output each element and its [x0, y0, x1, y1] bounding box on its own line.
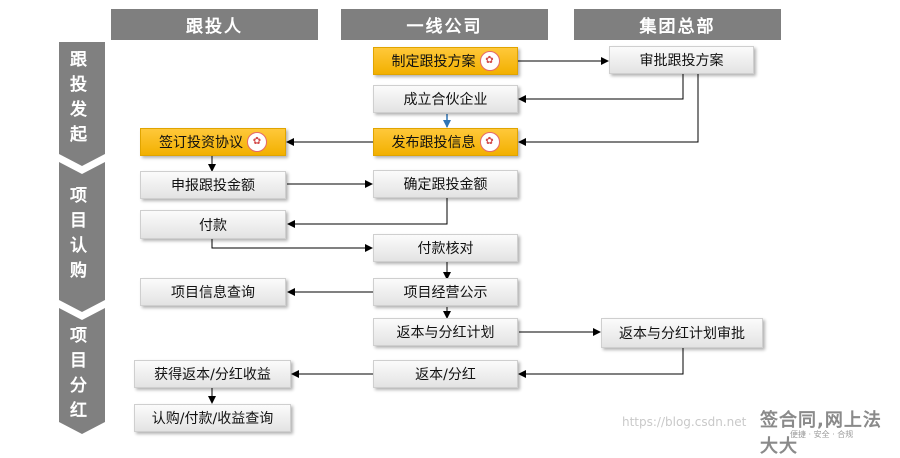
node-make-plan: 制定跟投方案 ✿: [373, 47, 518, 75]
phase-char: 分: [70, 376, 87, 396]
phase-label-dividend: 项 目 分 红: [70, 324, 87, 424]
phase-chevron-2: [59, 162, 105, 312]
phase-char: 投: [70, 75, 87, 95]
node-publish-info: 发布跟投信息 ✿: [373, 128, 518, 156]
arrow-approval-to-return: [518, 348, 684, 378]
node-label: 返本/分红: [415, 367, 476, 383]
header-investor: 跟投人: [111, 9, 318, 40]
arrow-approve-to-establish: [518, 74, 684, 103]
node-project-query: 项目信息查询: [140, 278, 286, 306]
header-company: 一线公司: [341, 9, 548, 40]
node-label: 发布跟投信息: [391, 135, 476, 151]
seal-icon: ✿: [479, 51, 500, 71]
flow-arrows: [208, 57, 699, 404]
node-establish-partnership: 成立合伙企业: [373, 85, 518, 113]
node-declare-amount: 申报跟投金额: [140, 171, 286, 199]
phase-char: 起: [70, 125, 87, 145]
node-label: 项目经营公示: [403, 285, 488, 301]
phase-label-subscribe: 项 目 认 购: [70, 184, 87, 284]
node-confirm-amount: 确定跟投金额: [373, 170, 518, 198]
phase-char: 项: [70, 186, 87, 206]
node-return-plan: 返本与分红计划: [373, 318, 518, 346]
node-label: 返本与分红计划: [396, 325, 495, 341]
phase-chevrons: [59, 42, 105, 434]
phase-char: 目: [70, 211, 87, 231]
arrow-confirm-to-payment: [287, 198, 448, 228]
phase-chevron-3: [59, 308, 105, 434]
node-label: 认购/付款/收益查询: [151, 411, 274, 427]
node-return-plan-approval: 返本与分红计划审批: [601, 318, 763, 348]
node-label: 获得返本/分红收益: [154, 367, 271, 383]
node-label: 签订投资协议: [159, 135, 243, 151]
node-label: 付款: [199, 217, 227, 234]
seal-icon: ✿: [247, 132, 267, 152]
brand-logo-sub: 便捷 · 安全 · 合规: [790, 430, 854, 439]
phase-char: 目: [70, 351, 87, 371]
phase-char: 认: [70, 236, 87, 256]
node-label: 付款核对: [417, 241, 474, 257]
phase-chevron-1: [59, 42, 105, 166]
node-label: 确定跟投金额: [403, 177, 488, 193]
phase-char: 跟: [70, 50, 87, 70]
header-hq: 集团总部: [574, 9, 781, 40]
phase-char: 红: [70, 401, 87, 421]
node-label: 制定跟投方案: [391, 54, 476, 70]
node-label: 申报跟投金额: [171, 178, 255, 194]
phase-char: 项: [70, 326, 87, 346]
node-project-disclosure: 项目经营公示: [373, 278, 518, 306]
node-approve-plan: 审批跟投方案: [609, 46, 754, 74]
phase-char: 发: [70, 100, 87, 120]
node-get-income: 获得返本/分红收益: [134, 360, 291, 388]
node-label: 返本与分红计划审批: [619, 326, 745, 342]
node-payment-check: 付款核对: [373, 234, 518, 262]
node-payment: 付款: [140, 210, 286, 239]
node-query-all: 认购/付款/收益查询: [134, 404, 291, 432]
watermark: https://blog.csdn.net: [622, 415, 747, 429]
node-label: 项目信息查询: [171, 285, 255, 301]
arrow-approve-to-publish: [518, 74, 699, 146]
arrow-payment-to-check: [211, 239, 373, 252]
phase-label-initiate: 跟 投 发 起: [70, 48, 87, 148]
phase-char: 购: [70, 261, 87, 281]
seal-icon: ✿: [479, 132, 500, 152]
node-label: 审批跟投方案: [639, 53, 724, 69]
node-sign-agreement: 签订投资协议 ✿: [140, 128, 286, 156]
node-label: 成立合伙企业: [403, 92, 488, 108]
node-return-dividend: 返本/分红: [373, 360, 518, 388]
